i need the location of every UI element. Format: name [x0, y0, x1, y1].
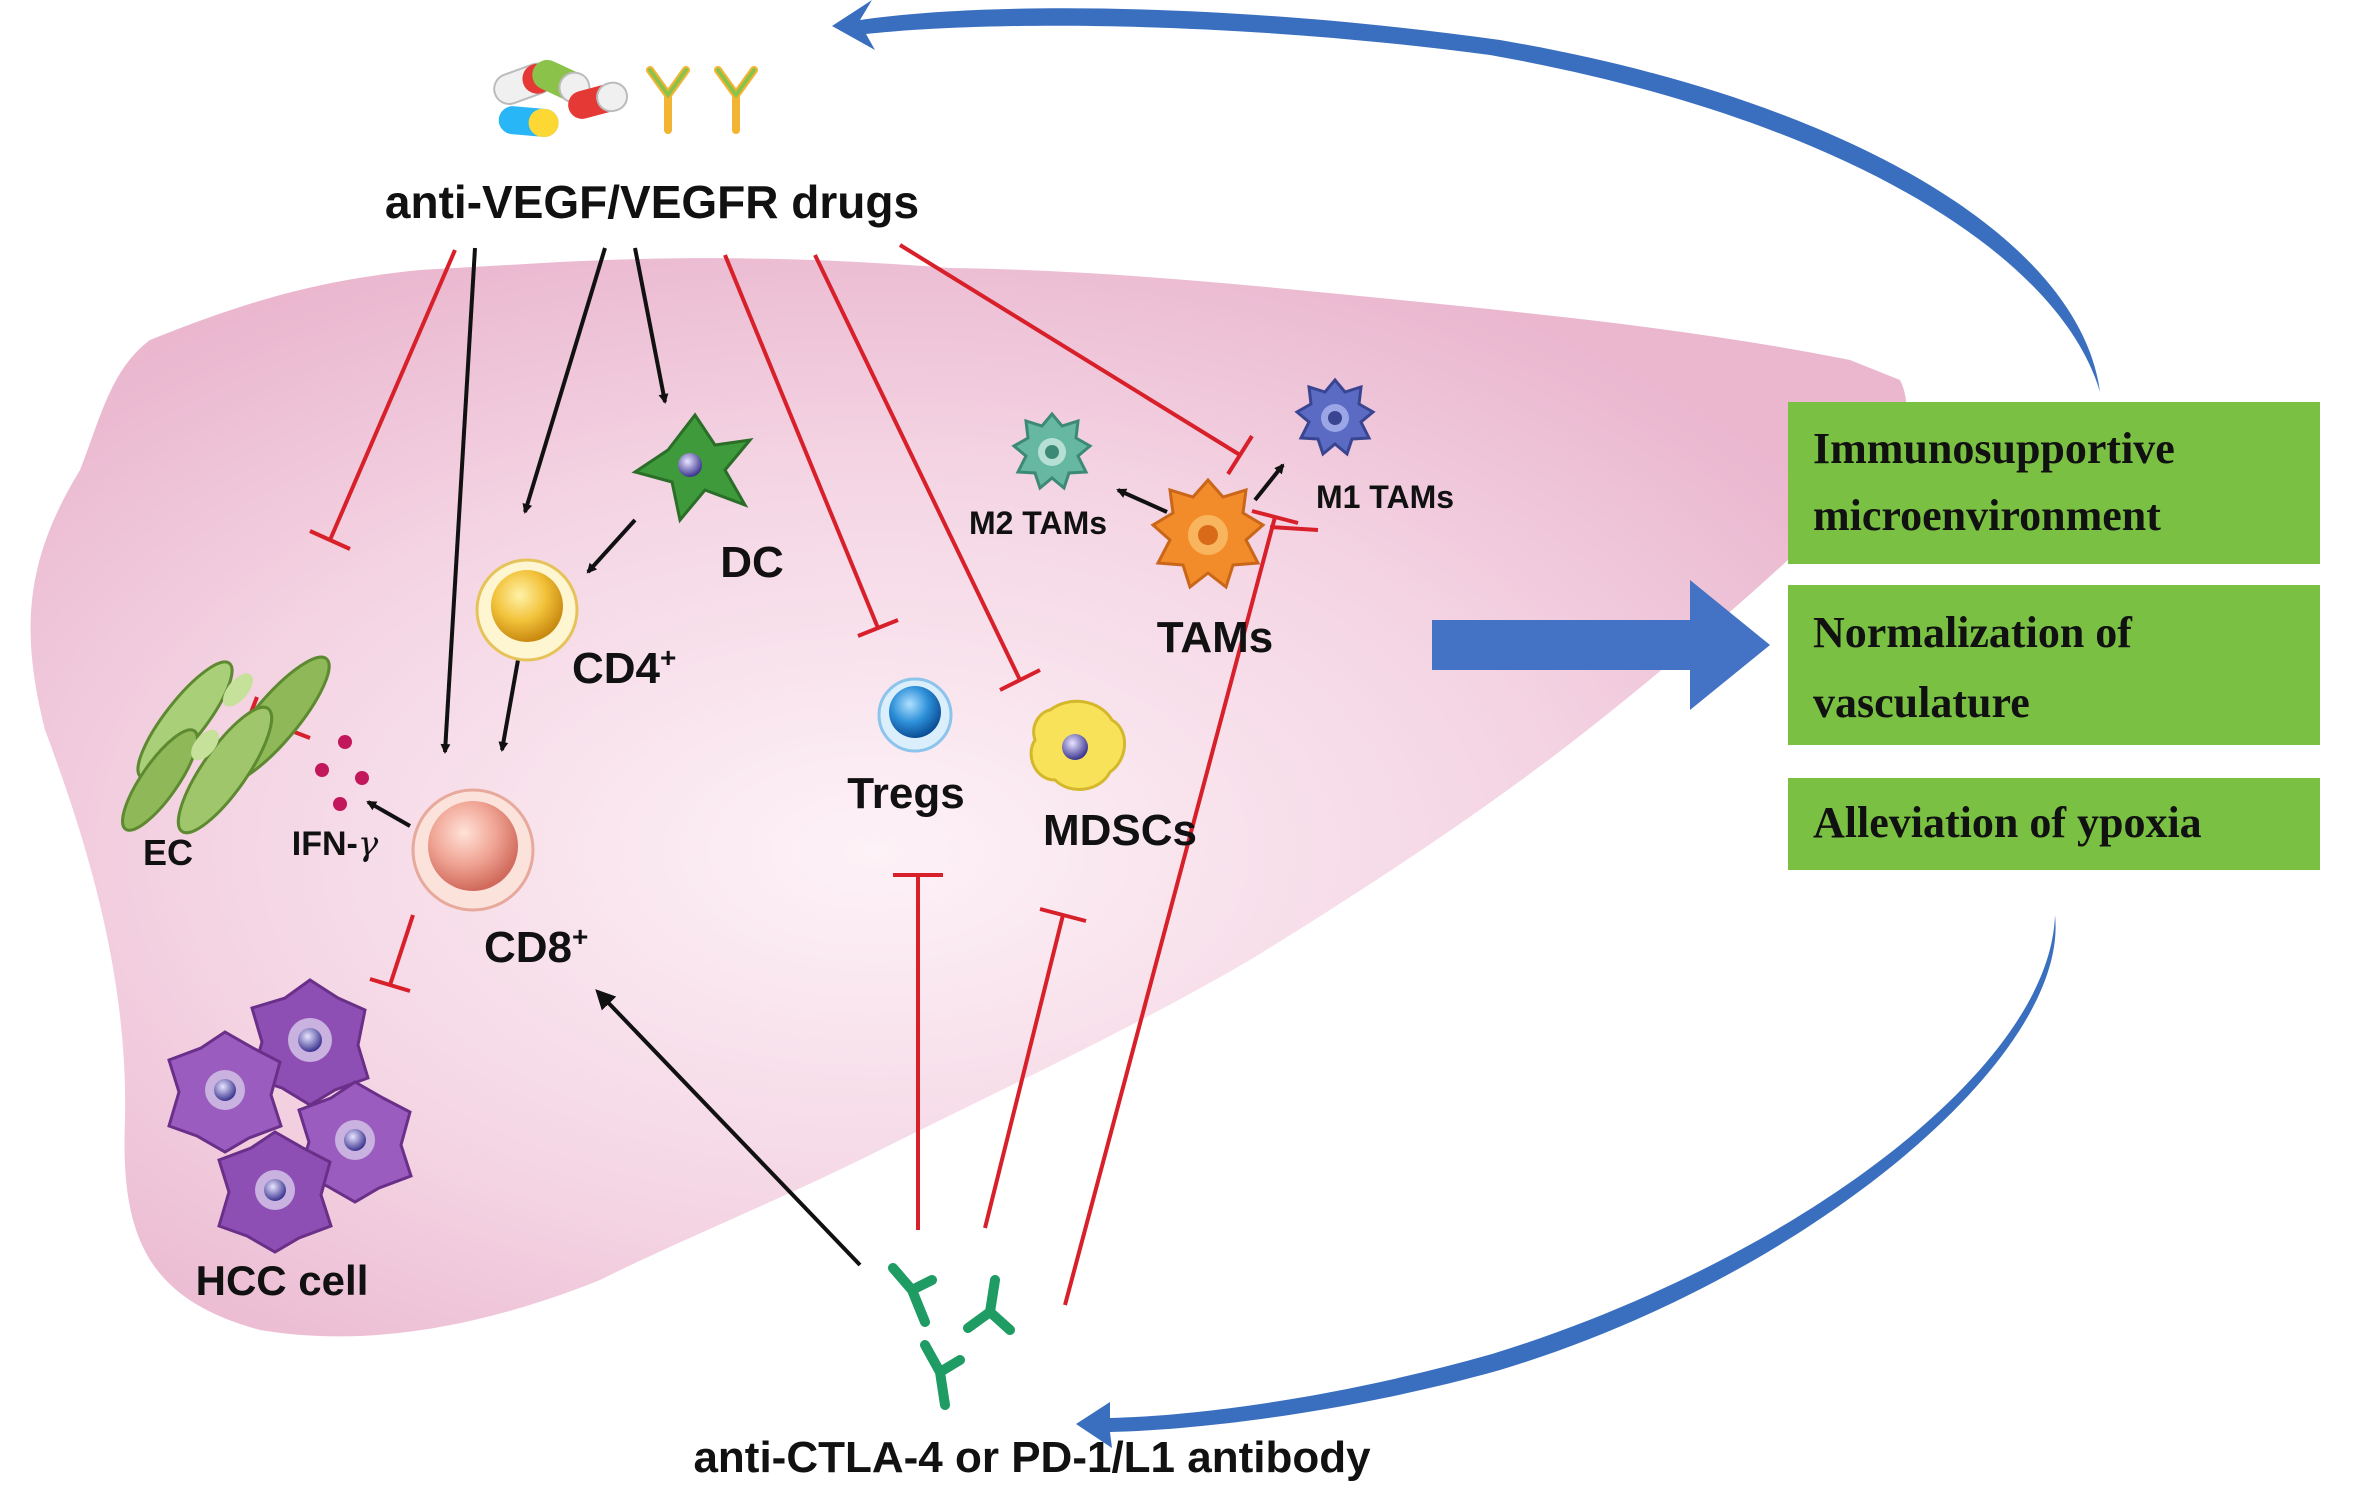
tregs-cell	[877, 677, 953, 753]
hcc-label: HCC cell	[196, 1257, 369, 1304]
ec-label: EC	[143, 832, 193, 873]
ifn-gamma-label: IFN-γ	[292, 824, 379, 864]
outcome-box-3	[1788, 778, 2320, 870]
activation-arrows	[366, 247, 1285, 1267]
top-drug-label: anti-VEGF/VEGFR drugs	[385, 176, 919, 228]
outcome-arrow	[1432, 580, 1770, 710]
dc-cell	[631, 412, 754, 524]
outcome-box-1-line2: microenvironment	[1813, 491, 2161, 540]
inhibition-lines	[241, 243, 1319, 1306]
m2-tams-label: M2 TAMs	[969, 505, 1107, 541]
cd4-cell	[475, 558, 579, 662]
bottom-drug-label: anti-CTLA-4 or PD-1/L1 antibody	[693, 1433, 1371, 1482]
antibody-icon	[646, 66, 758, 134]
outcome-box-2-line2: vasculature	[1813, 678, 2030, 727]
outcome-box-2	[1788, 585, 2320, 745]
m1-tams-cell	[1294, 377, 1376, 457]
tregs-label: Tregs	[847, 769, 964, 818]
tams-cell	[1150, 477, 1266, 590]
outcome-box-3-line1: Alleviation of ypoxia	[1813, 798, 2202, 847]
liver-shape	[30, 258, 1907, 1337]
cd4-label: CD4+	[572, 642, 676, 693]
hcc-cells	[167, 978, 413, 1254]
ifn-gamma-dots	[315, 735, 369, 811]
ec-cell	[121, 655, 331, 835]
outcome-box-2-line1: Normalization of	[1813, 608, 2133, 657]
mdscs-cell	[1029, 699, 1126, 791]
m2-tams-cell	[1011, 411, 1093, 491]
m1-tams-label: M1 TAMs	[1316, 479, 1454, 515]
bottom-antibody-icon	[888, 1263, 1015, 1410]
cd8-cell	[411, 788, 535, 912]
dc-label: DC	[720, 538, 784, 587]
mdscs-label: MDSCs	[1043, 806, 1197, 855]
feedback-arrow-bottom	[1076, 915, 2056, 1448]
pills-icon	[493, 59, 629, 137]
outcome-box-1-line1: Immunosupportive	[1813, 424, 2175, 473]
cd8-label: CD8+	[484, 921, 588, 972]
tams-label: TAMs	[1157, 613, 1274, 662]
outcome-box-1	[1788, 402, 2320, 564]
